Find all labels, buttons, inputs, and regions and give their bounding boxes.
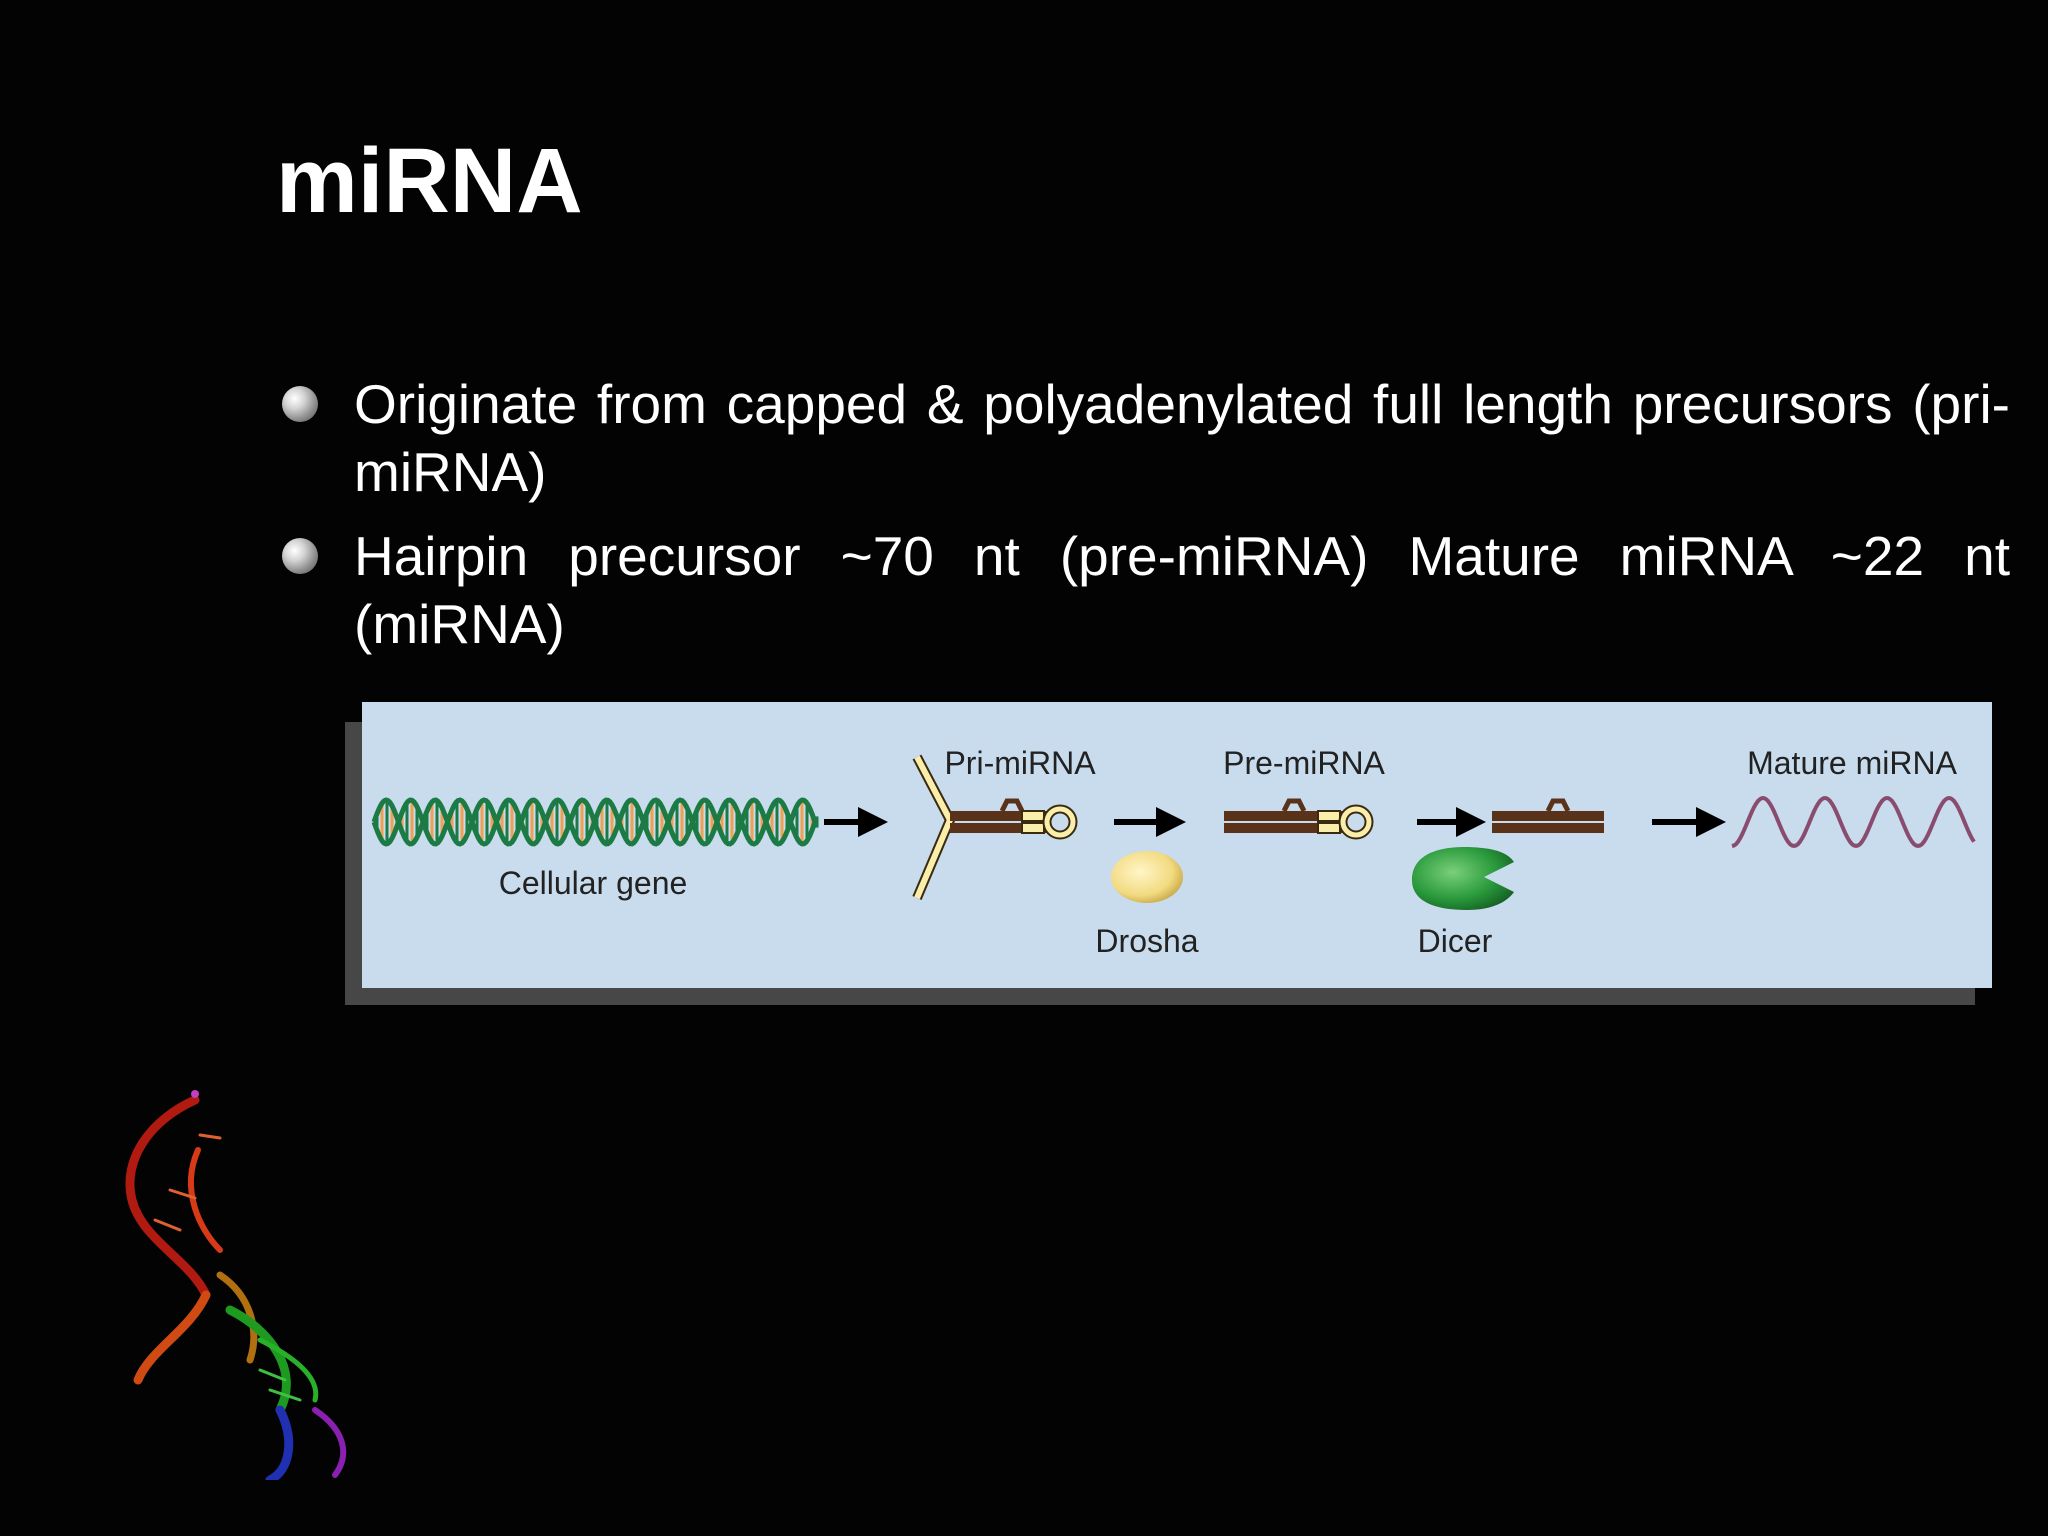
mirna-biogenesis-figure: Cellular gene Pri-miRNA Drosha bbox=[345, 702, 1992, 1005]
rna-3d-structure-icon bbox=[125, 1090, 347, 1480]
dicer-enzyme-icon bbox=[1412, 847, 1514, 910]
bullet-list: Originate from capped & polyadenylated f… bbox=[282, 370, 2010, 674]
slide-title: miRNA bbox=[276, 130, 583, 232]
dicer-label: Dicer bbox=[1418, 923, 1493, 959]
drosha-label: Drosha bbox=[1095, 923, 1198, 959]
bullet-item: Hairpin precursor ~70 nt (pre-miRNA) Mat… bbox=[282, 522, 2010, 658]
bullet-sphere-icon bbox=[282, 538, 318, 574]
pre-mirna-label: Pre-miRNA bbox=[1223, 745, 1385, 781]
dna-helix-icon bbox=[371, 797, 819, 847]
figure-panel: Cellular gene Pri-miRNA Drosha bbox=[362, 702, 1992, 988]
bullet-text: Hairpin precursor ~70 nt (pre-miRNA) Mat… bbox=[354, 525, 2010, 655]
pathway-diagram: Cellular gene Pri-miRNA Drosha bbox=[371, 745, 1976, 959]
mirna-duplex-icon bbox=[1492, 798, 1604, 833]
cellular-gene-label: Cellular gene bbox=[499, 865, 688, 901]
bullet-sphere-icon bbox=[282, 386, 318, 422]
pri-mirna-label: Pri-miRNA bbox=[944, 745, 1096, 781]
pri-mirna-structure-icon bbox=[912, 754, 1078, 900]
bullet-item: Originate from capped & polyadenylated f… bbox=[282, 370, 2010, 506]
drosha-enzyme-icon bbox=[1111, 851, 1183, 903]
mature-mirna-strand-icon bbox=[1731, 796, 1976, 849]
bullet-text: Originate from capped & polyadenylated f… bbox=[354, 373, 2010, 503]
pre-mirna-hairpin-icon bbox=[1224, 798, 1374, 840]
mature-mirna-label: Mature miRNA bbox=[1747, 745, 1957, 781]
